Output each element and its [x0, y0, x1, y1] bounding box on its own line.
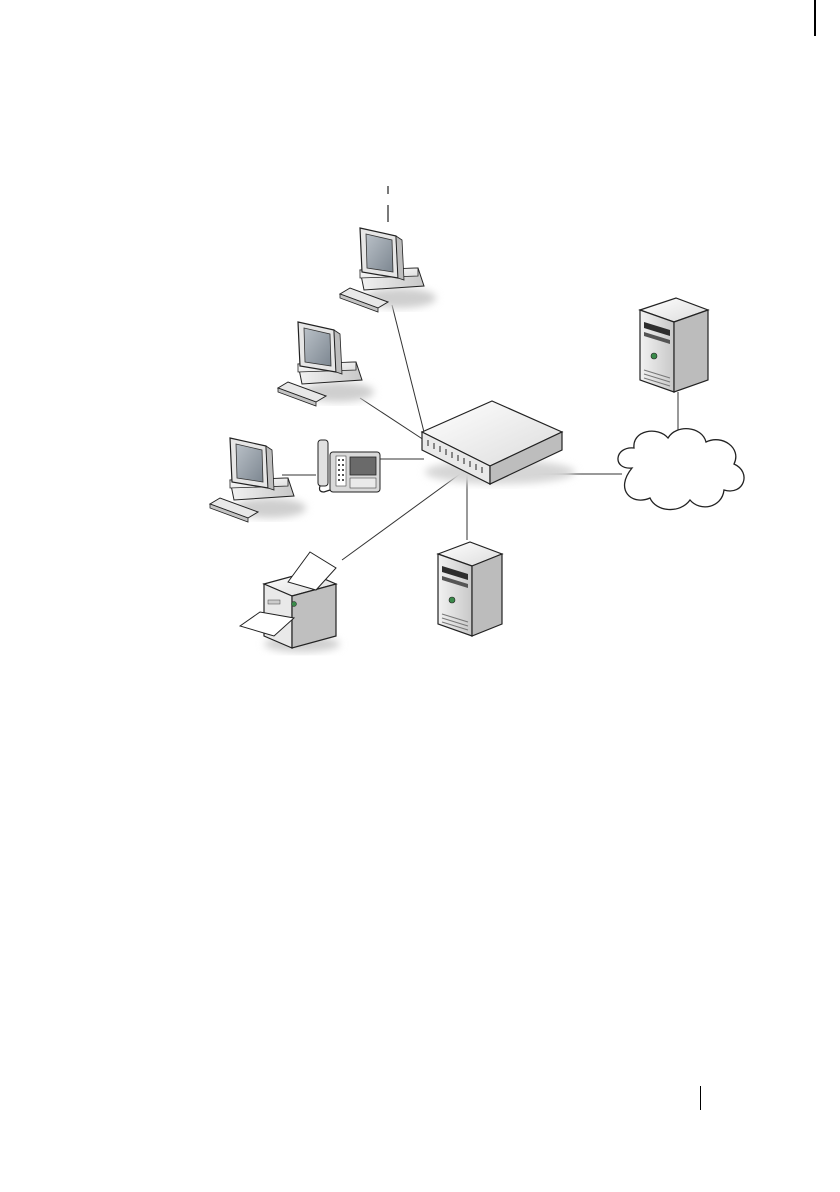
tower-server-icon [438, 542, 502, 636]
link-workstation-2-switch [360, 398, 424, 440]
internet-cloud [618, 429, 744, 510]
workstation-1 [340, 228, 436, 312]
local-server [438, 542, 502, 636]
link-workstation-1-switch [392, 305, 424, 432]
workstation-2 [278, 322, 374, 406]
remote-server [640, 298, 708, 392]
ip-phone-icon [318, 440, 380, 492]
ip-phone [318, 440, 380, 492]
printer-icon [240, 552, 336, 648]
printer [240, 552, 340, 652]
tower-server-icon [640, 298, 708, 392]
workstation-3 [210, 438, 306, 522]
network-switch [422, 401, 575, 484]
cloud-icon [618, 429, 744, 510]
